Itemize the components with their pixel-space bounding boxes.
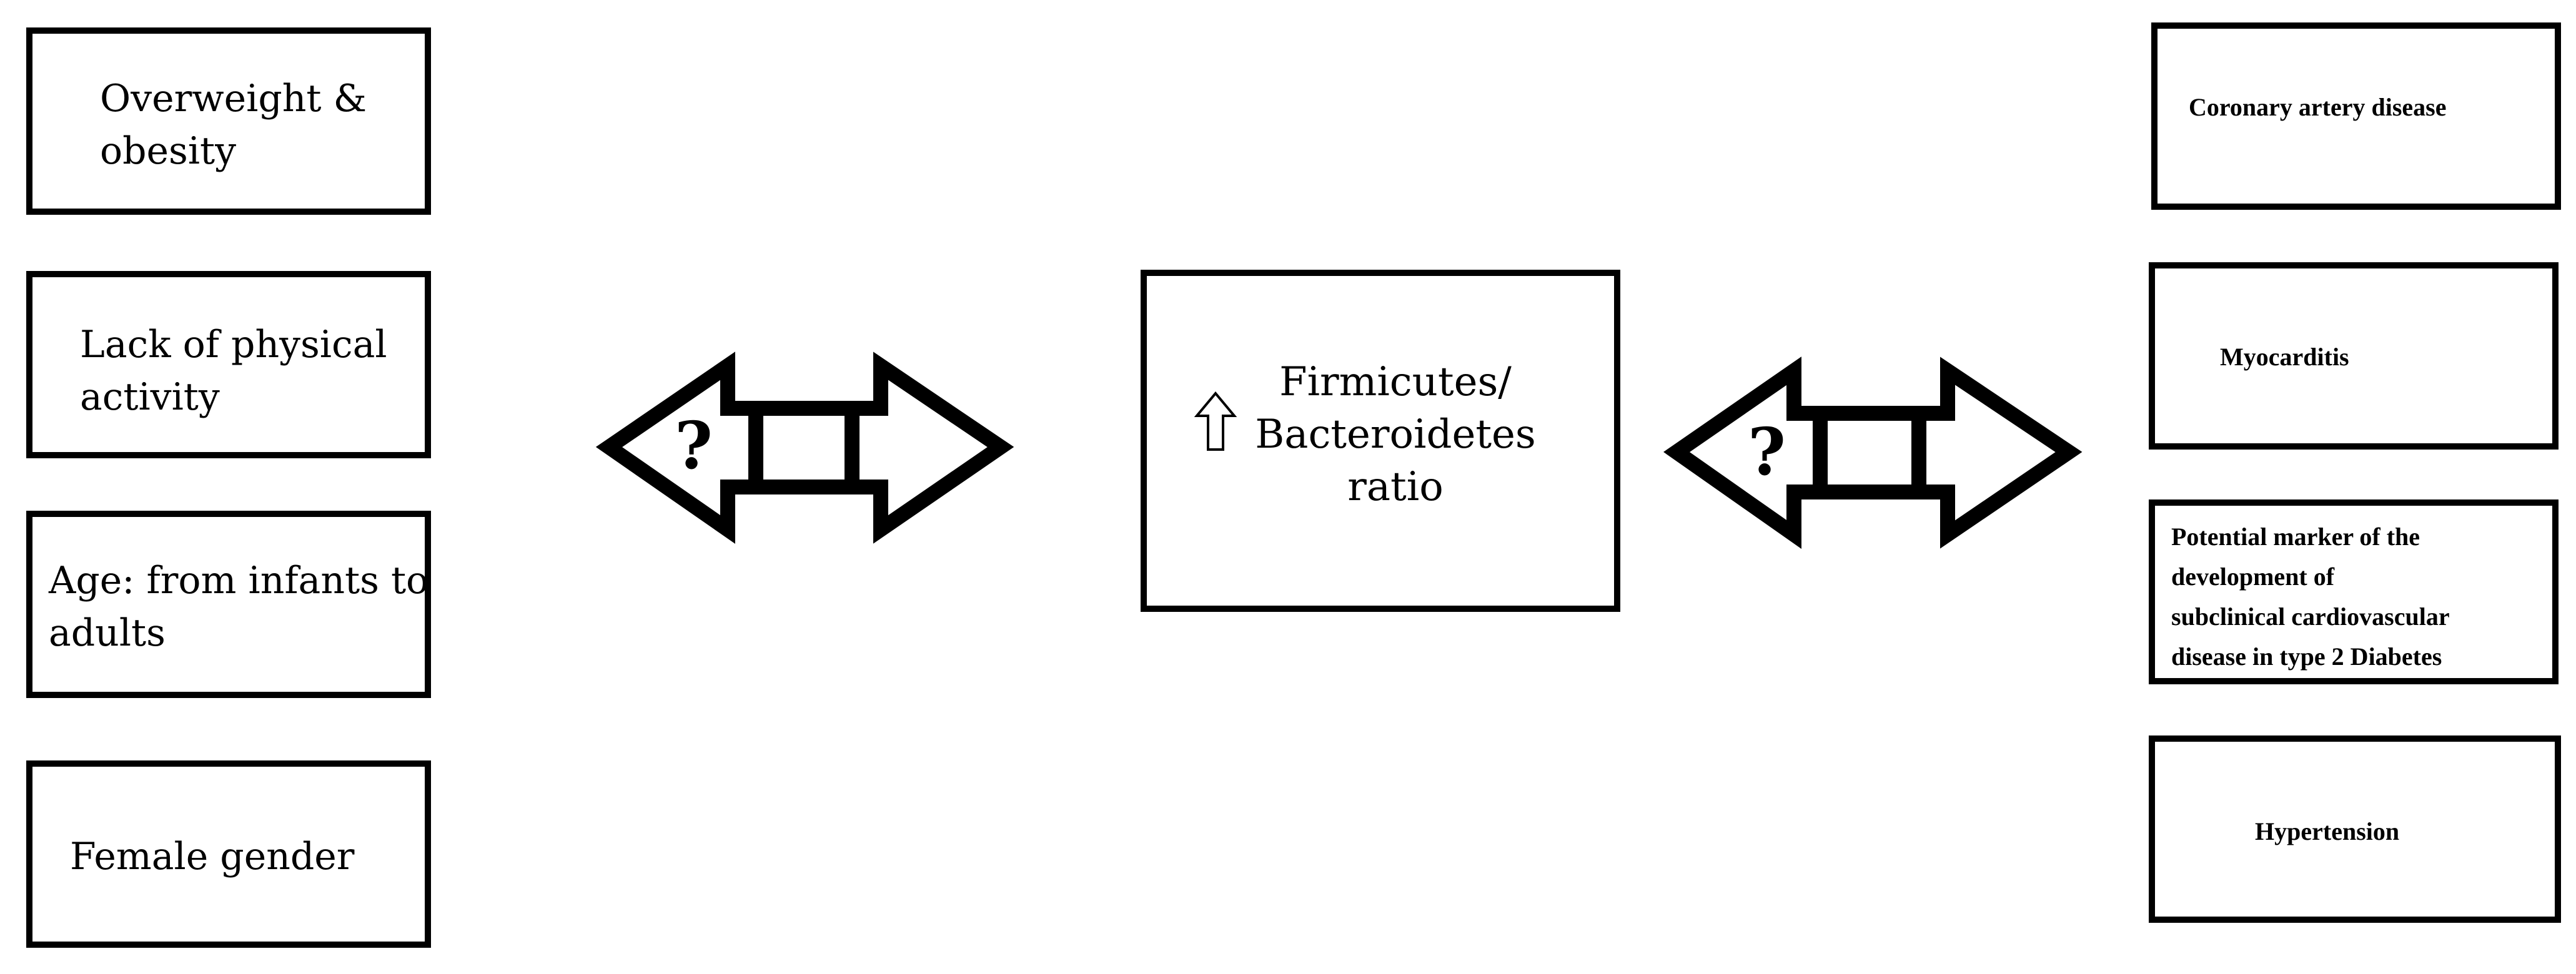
right-arrow-inner-rect-icon: [1813, 406, 1926, 499]
factor-label-age: Age: from infants to adults: [49, 559, 429, 655]
left-double-arrow-icon: [595, 352, 1014, 544]
left-arrow-question-mark: ?: [675, 407, 713, 484]
factor-box-gender: [26, 760, 431, 948]
right-arrow-question-mark: ?: [1748, 413, 1786, 490]
outcome-box-coronary: [2151, 22, 2561, 210]
central-ratio-label: Firmicutes/ Bacteroidetes ratio: [1255, 359, 1536, 510]
outcome-label-myocarditis: Myocarditis: [2220, 343, 2349, 371]
left-arrow-inner-rect-icon: [748, 401, 859, 494]
factor-box-physical-activity: [26, 271, 431, 458]
outcome-label-coronary: Coronary artery disease: [2189, 93, 2447, 121]
right-double-arrow-icon: [1663, 357, 2083, 549]
factor-box-overweight: [26, 27, 431, 215]
outcome-label-hypertension: Hypertension: [2255, 817, 2400, 845]
factor-label-overweight: Overweight & obesity: [100, 77, 367, 173]
outcome-box-marker: [2149, 499, 2559, 684]
up-arrow-icon: [1194, 391, 1237, 451]
outcome-label-marker: Potential marker of the development of s…: [2171, 523, 2450, 671]
factor-label-physical-activity: Lack of physical activity: [80, 323, 387, 419]
factor-box-age: [26, 511, 431, 698]
outcome-box-hypertension: [2149, 735, 2561, 923]
factor-label-gender: Female gender: [70, 835, 355, 878]
outcome-box-myocarditis: [2149, 262, 2559, 450]
